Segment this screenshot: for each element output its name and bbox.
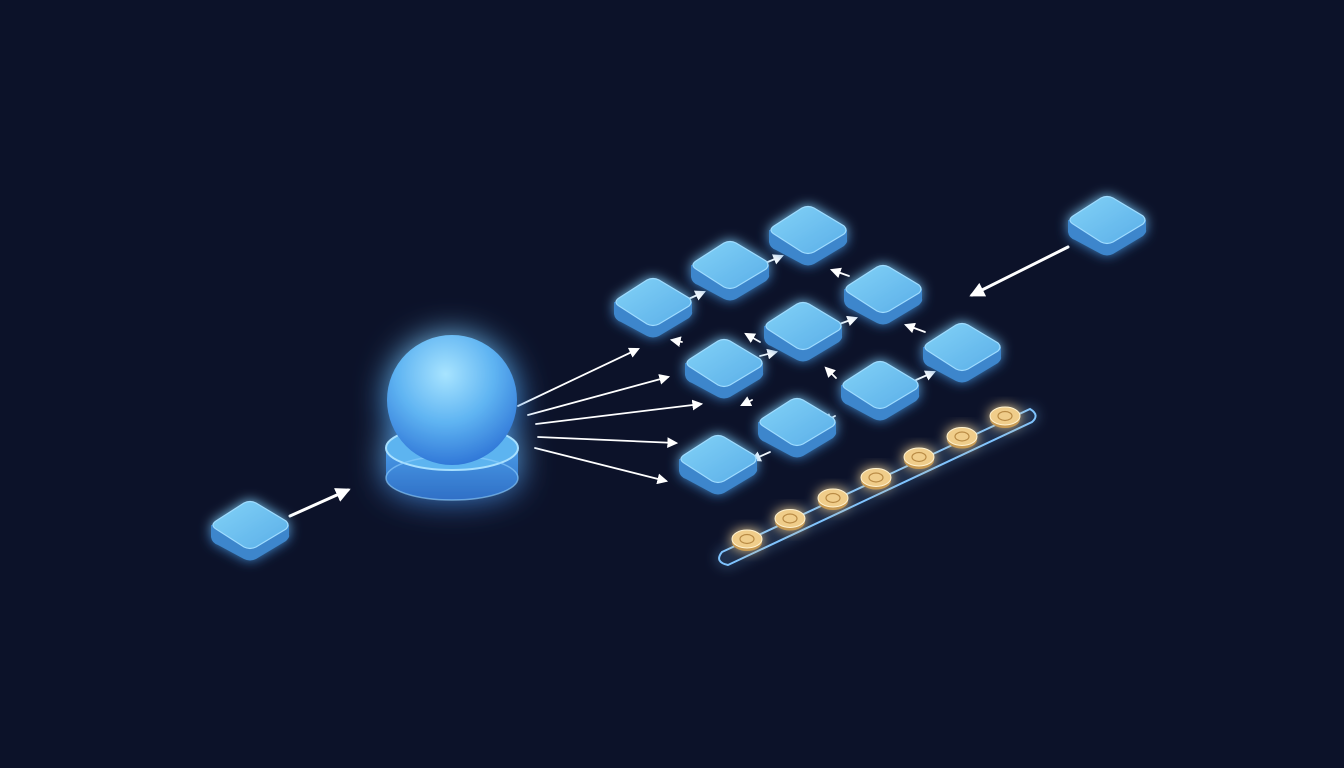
block-layer bbox=[211, 195, 1147, 561]
input-block bbox=[211, 500, 290, 561]
coin-5 bbox=[903, 447, 935, 469]
grid-arrow-7 bbox=[759, 348, 779, 360]
coin-7 bbox=[989, 406, 1021, 428]
grid-block-9 bbox=[841, 360, 920, 421]
coin-rail bbox=[718, 406, 1037, 567]
input-arrow bbox=[288, 488, 351, 518]
grid-arrow-3 bbox=[669, 336, 683, 347]
coin-2 bbox=[774, 509, 806, 531]
grid-arrow-4 bbox=[744, 332, 761, 343]
grid-block-4 bbox=[685, 338, 764, 399]
grid-block-1 bbox=[614, 277, 693, 338]
grid-block-6 bbox=[844, 264, 923, 325]
grid-arrow-9 bbox=[824, 366, 837, 379]
fanout-arrow-3 bbox=[535, 399, 704, 425]
coin-4 bbox=[860, 468, 892, 490]
grid-arrow-5 bbox=[829, 267, 850, 278]
fanout-arrow-5 bbox=[534, 447, 669, 485]
fanout-arrow-1 bbox=[517, 347, 640, 407]
processor-sphere bbox=[385, 335, 519, 501]
coin-6 bbox=[946, 427, 978, 449]
rail-track bbox=[718, 407, 1037, 567]
coin-1 bbox=[731, 529, 763, 551]
incoming-arrow bbox=[969, 245, 1070, 297]
grid-arrow-10 bbox=[915, 370, 936, 381]
fanout-arrow-4 bbox=[537, 436, 679, 449]
grid-block-10 bbox=[923, 322, 1002, 383]
incoming-block bbox=[1068, 195, 1147, 256]
connector-layer bbox=[288, 245, 1070, 518]
coin-3 bbox=[817, 488, 849, 510]
grid-block-7 bbox=[679, 434, 758, 495]
grid-block-8 bbox=[758, 397, 837, 458]
grid-arrow-8 bbox=[903, 322, 926, 334]
grid-block-3 bbox=[769, 205, 848, 266]
grid-arrow-11 bbox=[740, 396, 753, 406]
grid-block-2 bbox=[691, 240, 770, 301]
grid-block-5 bbox=[764, 301, 843, 362]
fanout-arrow-2 bbox=[527, 374, 671, 416]
